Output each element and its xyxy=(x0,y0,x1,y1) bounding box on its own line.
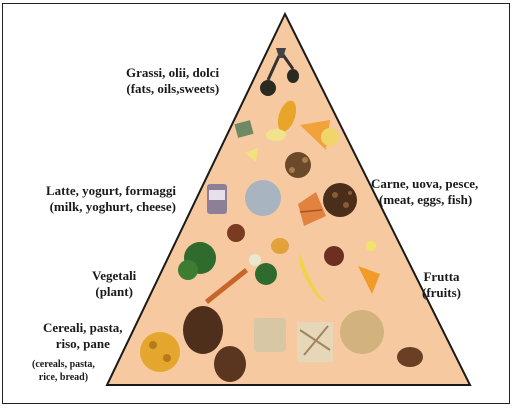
label-meat-italian: Carne, uova, pesce, xyxy=(371,176,478,192)
label-fruit-english: (fruits) xyxy=(422,285,461,301)
label-cereals-english: (cereals, pasta, rice, bread) xyxy=(32,358,95,384)
label-dairy: Latte, yogurt, formaggi (milk, yoghurt, … xyxy=(46,183,176,216)
label-dairy-italian: Latte, yogurt, formaggi xyxy=(46,183,176,199)
label-meat: Carne, uova, pesce, (meat, eggs, fish) xyxy=(371,176,478,209)
label-dairy-english: (milk, yoghurt, cheese) xyxy=(46,199,176,215)
label-fats-english: (fats, oils,sweets) xyxy=(126,81,219,97)
label-cereals: Cereali, pasta, riso, pane xyxy=(43,320,123,353)
label-fats-italian: Grassi, olii, dolci xyxy=(126,65,219,81)
label-vegetables: Vegetali (plant) xyxy=(92,268,136,301)
label-cereals-english-2: rice, bread) xyxy=(32,371,95,384)
label-cereals-italian-2: riso, pane xyxy=(43,336,123,352)
label-vegetables-italian: Vegetali xyxy=(92,268,136,284)
label-vegetables-english: (plant) xyxy=(92,284,136,300)
label-cereals-italian-1: Cereali, pasta, xyxy=(43,320,123,336)
label-fruit-italian: Frutta xyxy=(422,269,461,285)
label-cereals-english-1: (cereals, pasta, xyxy=(32,358,95,371)
label-fats: Grassi, olii, dolci (fats, oils,sweets) xyxy=(126,65,219,98)
label-fruit: Frutta (fruits) xyxy=(422,269,461,302)
label-meat-english: (meat, eggs, fish) xyxy=(371,192,478,208)
